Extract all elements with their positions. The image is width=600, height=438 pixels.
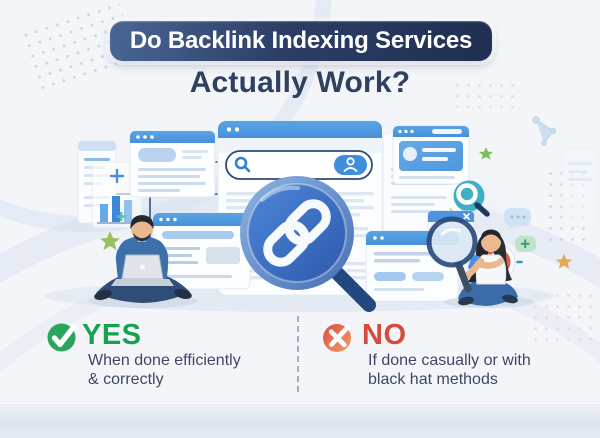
x-circle-icon xyxy=(323,324,351,352)
woman-with-magnifier xyxy=(426,216,534,308)
close-icon xyxy=(463,213,470,220)
search-icon xyxy=(234,156,251,173)
check-circle-icon xyxy=(47,323,77,352)
verdict-divider xyxy=(297,316,299,392)
star-icon xyxy=(556,254,572,269)
title-subtitle: Actually Work? xyxy=(189,66,411,99)
plus-icon xyxy=(109,168,125,184)
yes-description-line1: When done efficiently xyxy=(88,352,241,369)
pill-button xyxy=(374,272,406,281)
yes-description: When done efficiently & correctly xyxy=(88,352,241,389)
molecule-decor xyxy=(532,116,557,146)
no-description-line1: If done casually or with xyxy=(368,352,531,369)
title-badge-text: Do Backlink Indexing Services xyxy=(129,27,473,54)
speech-bubble-plus-icon xyxy=(515,236,536,252)
star-icon xyxy=(100,231,120,250)
no-description-line2: black hat methods xyxy=(368,370,498,388)
pill-button xyxy=(412,272,444,281)
browser-window-right-edge xyxy=(561,147,599,227)
yes-label: YES xyxy=(82,319,142,351)
avatar xyxy=(403,147,417,161)
laptop xyxy=(111,254,174,286)
no-description: If done casually or with black hat metho… xyxy=(368,352,531,389)
magnifier-handle xyxy=(331,267,376,312)
user-icon xyxy=(343,157,358,172)
browser-window-lower-left xyxy=(152,212,251,290)
hand-magnifier xyxy=(426,216,478,293)
search-bar xyxy=(225,150,373,180)
browser-window-left xyxy=(129,130,216,198)
title-badge: Do Backlink Indexing Services xyxy=(110,21,492,61)
speech-bubble-icon xyxy=(504,208,531,231)
chain-link-in-magnifier-icon xyxy=(240,176,376,312)
browser-window-right-top xyxy=(392,125,470,185)
bottom-band xyxy=(0,403,600,438)
man-with-laptop xyxy=(88,215,198,308)
bar-chart-icon xyxy=(97,196,137,224)
star-icon xyxy=(479,147,493,160)
yes-description-line2: & correctly xyxy=(88,370,164,388)
plus-decor xyxy=(116,212,126,221)
no-label: NO xyxy=(362,319,407,351)
